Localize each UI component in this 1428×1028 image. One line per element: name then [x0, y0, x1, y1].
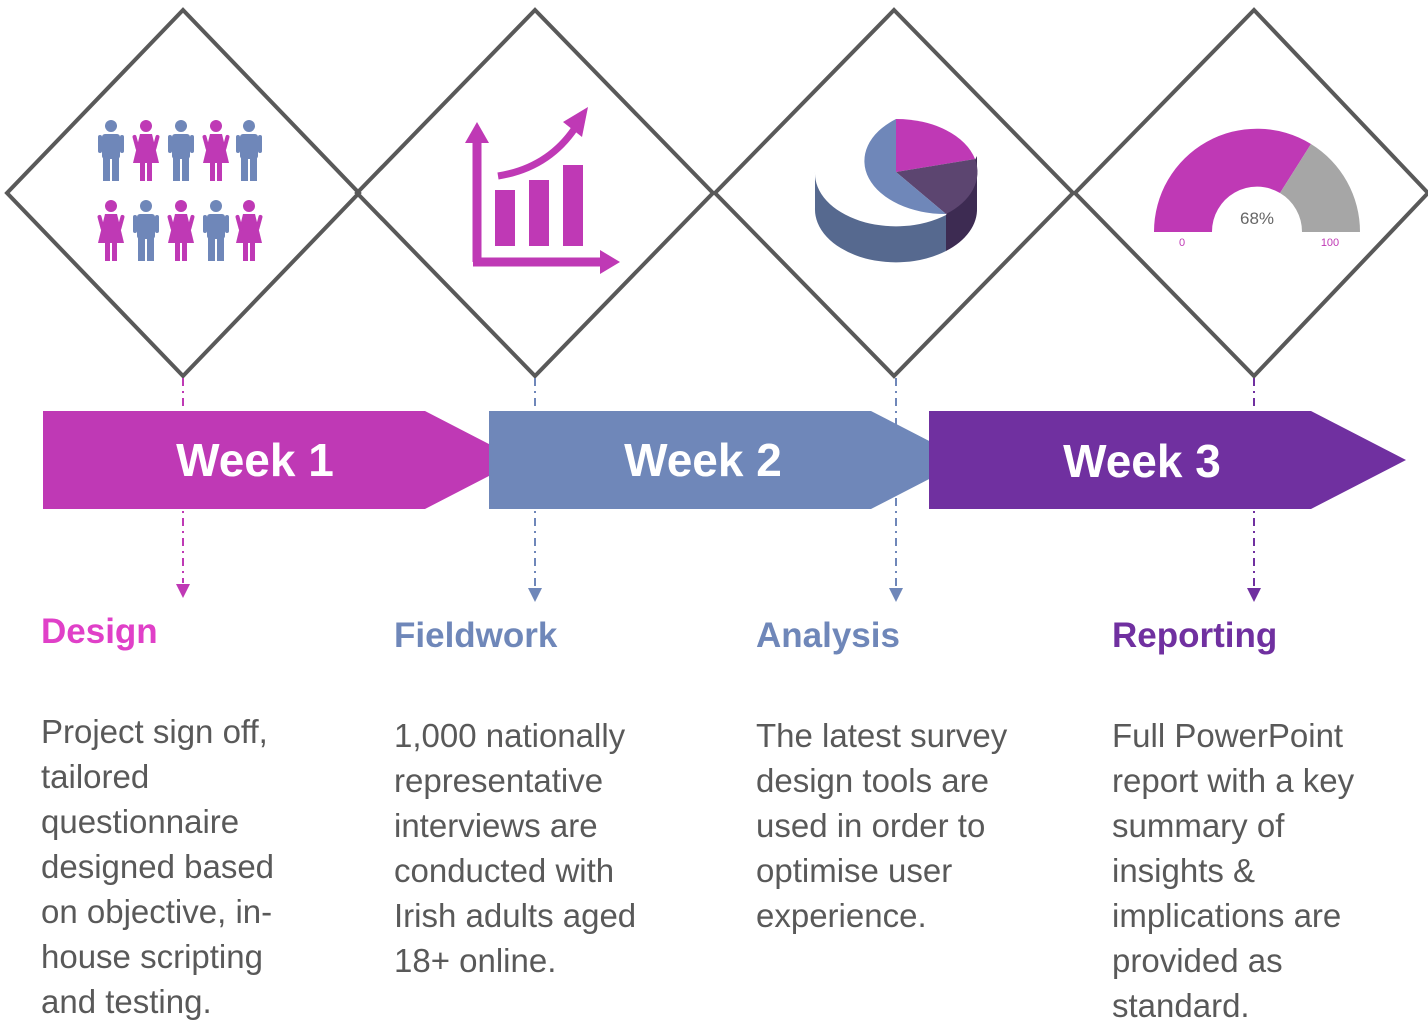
description-line: Full PowerPoint: [1112, 717, 1344, 754]
description-line: The latest survey: [756, 717, 1008, 754]
phase-description-reporting: Full PowerPoint report with a key summar…: [1112, 713, 1412, 1028]
gauge-max-label: 100: [1321, 237, 1339, 249]
connector-arrowheads: [176, 584, 1261, 602]
description-line: used in order to: [756, 807, 986, 844]
gauge-icon: 68% 0 100: [1153, 128, 1361, 249]
phase-title-fieldwork: Fieldwork: [394, 616, 558, 655]
description-line: experience.: [756, 897, 927, 934]
description-line: house scripting: [41, 938, 263, 975]
week-label-1: Week 1: [176, 434, 334, 486]
phase-reporting: Reporting Full PowerPoint report with a …: [1112, 616, 1412, 1028]
description-line: standard.: [1112, 987, 1250, 1024]
week-label-2: Week 2: [624, 434, 782, 486]
description-line: optimise user: [756, 852, 953, 889]
week-arrow-3: [929, 411, 1406, 509]
description-line: on objective, in-: [41, 893, 273, 930]
phase-title-reporting: Reporting: [1112, 616, 1278, 655]
description-line: Project sign off,: [41, 713, 268, 750]
arrowhead-1: [176, 584, 190, 598]
description-line: questionnaire: [41, 803, 240, 840]
phase-design: Design Project sign off, tailored questi…: [41, 612, 341, 1024]
description-line: tailored: [41, 758, 150, 795]
phase-analysis: Analysis The latest survey design tools …: [756, 616, 1056, 938]
diamond-frame-4: [1072, 7, 1428, 379]
growth-chart-icon: [465, 107, 620, 274]
description-line: 18+ online.: [394, 942, 557, 979]
week-arrows: Week 1 Week 2 Week 3: [43, 411, 1406, 509]
diamond-row: [4, 7, 1428, 379]
week-arrow-1: [43, 411, 520, 509]
arrowhead-4: [1247, 588, 1261, 602]
description-line: insights &: [1112, 852, 1256, 889]
arrowhead-2: [528, 588, 542, 602]
description-line: and testing.: [41, 983, 212, 1020]
people-icon: [97, 120, 263, 261]
description-line: representative: [394, 762, 604, 799]
description-line: 1,000 nationally: [394, 717, 626, 754]
description-line: Irish adults aged: [394, 897, 637, 934]
arrowhead-3: [889, 588, 903, 602]
description-line: conducted with: [394, 852, 615, 889]
phase-title-analysis: Analysis: [756, 616, 900, 655]
description-line: design tools are: [756, 762, 989, 799]
gauge-min-label: 0: [1179, 237, 1185, 249]
phase-title-design: Design: [41, 612, 158, 651]
description-line: implications are: [1112, 897, 1342, 934]
diamond-frame-3: [712, 7, 1076, 379]
phase-description-design: Project sign off, tailored questionnaire…: [41, 709, 341, 1024]
description-line: report with a key: [1112, 762, 1355, 799]
description-line: provided as: [1112, 942, 1283, 979]
diamond-frame-1: [4, 7, 362, 379]
diamond-frame-2: [354, 7, 716, 379]
week-arrow-2: [489, 411, 966, 509]
phase-description-fieldwork: 1,000 nationally representative intervie…: [394, 713, 694, 983]
pie-chart-icon: [814, 118, 978, 263]
phase-description-analysis: The latest survey design tools are used …: [756, 713, 1056, 938]
description-line: interviews are: [394, 807, 598, 844]
week-label-3: Week 3: [1063, 435, 1221, 487]
gauge-value-label: 68%: [1240, 209, 1274, 228]
description-line: summary of: [1112, 807, 1285, 844]
phase-fieldwork: Fieldwork 1,000 nationally representativ…: [394, 616, 694, 983]
description-line: designed based: [41, 848, 275, 885]
